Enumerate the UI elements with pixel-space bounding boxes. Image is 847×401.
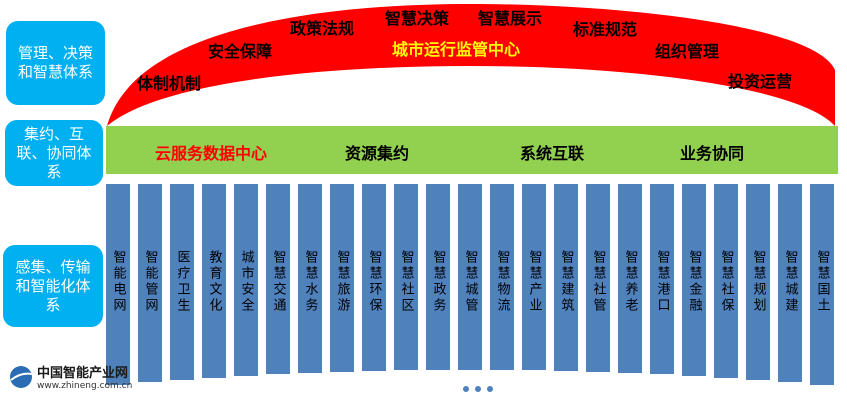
column-label: 智慧旅游 (334, 250, 350, 314)
application-column: 城市安全 (234, 184, 258, 377)
column-label: 智慧社管 (590, 250, 606, 314)
integration-band: 云服务数据中心 资源集约 系统互联 业务协同 (106, 126, 838, 174)
management-arc (107, 4, 835, 126)
column-label: 智慧城建 (782, 250, 798, 314)
arc-item: 政策法规 (290, 19, 355, 38)
application-column: 智能电网 (106, 184, 130, 385)
column-label: 智慧国土 (814, 250, 830, 314)
application-column: 教育文化 (202, 184, 226, 378)
application-column: 智慧国土 (810, 184, 834, 385)
application-column: 智慧城管 (458, 184, 482, 370)
application-column: 智慧政务 (426, 184, 450, 371)
application-column: 智慧规划 (746, 184, 770, 381)
column-label: 智慧政务 (430, 250, 446, 314)
layer-label-integration: 集约、互联、协同体系 (5, 120, 103, 186)
column-label: 教育文化 (206, 250, 222, 314)
application-column: 智慧城建 (778, 184, 802, 383)
band-item: 系统互联 (520, 144, 585, 163)
globe-icon (10, 365, 33, 388)
application-column: 智慧港口 (650, 184, 674, 375)
application-column: 智慧社保 (714, 184, 738, 378)
column-label: 智慧物流 (494, 250, 510, 314)
application-column: 智慧交通 (266, 184, 290, 375)
column-label: 智慧金融 (686, 250, 702, 314)
band-item: 业务协同 (680, 144, 745, 163)
column-label: 智慧水务 (302, 250, 318, 314)
column-label: 智慧建筑 (558, 250, 574, 314)
column-label: 智慧交通 (270, 250, 286, 314)
layer-label-sensing: 感集、传输和智能化体系 (3, 245, 103, 327)
band-item: 云服务数据中心 (155, 144, 268, 163)
application-column: 智慧旅游 (330, 184, 354, 372)
band-item: 资源集约 (345, 144, 410, 163)
arc-item: 安全保障 (208, 42, 273, 61)
arc-item: 智慧展示 (478, 9, 543, 28)
application-column: 智慧金融 (682, 184, 706, 377)
arc-shape (107, 4, 835, 126)
column-label: 智慧社保 (718, 250, 734, 314)
application-column: 智慧社管 (586, 184, 610, 372)
column-label: 智慧规划 (750, 250, 766, 314)
column-label: 智慧港口 (654, 250, 670, 314)
column-label: 智慧社区 (398, 250, 414, 314)
application-column: 智慧环保 (362, 184, 386, 372)
arc-item: 智慧决策 (385, 9, 450, 28)
column-label: 智慧产业 (526, 250, 542, 314)
arc-item: 标准规范 (573, 20, 638, 39)
arc-item: 体制机制 (137, 74, 202, 93)
column-label: 城市安全 (238, 250, 254, 314)
application-column: 智能管网 (138, 184, 162, 383)
arc-item: 组织管理 (655, 42, 720, 61)
column-label: 医疗卫生 (174, 250, 190, 314)
layer-label-management: 管理、决策和智慧体系 (6, 21, 105, 105)
column-label: 智慧环保 (366, 250, 382, 314)
logo-name: 中国智能产业网 (37, 366, 129, 381)
application-column: 医疗卫生 (170, 184, 194, 381)
logo: 中国智能产业网 www.zhineng.com.cn (8, 362, 132, 391)
application-column: 智慧产业 (522, 184, 546, 371)
logo-url: www.zhineng.com.cn (37, 381, 133, 391)
arc-item: 投资运营 (728, 72, 793, 91)
application-column: 智慧物流 (490, 184, 514, 371)
column-label: 智慧养老 (622, 250, 638, 314)
application-column: 智慧养老 (618, 184, 642, 374)
application-column: 智慧水务 (298, 184, 322, 374)
center-title: 城市运行监管中心 (392, 40, 521, 59)
application-column: 智慧建筑 (554, 184, 578, 372)
more-ellipsis-icon (463, 386, 493, 392)
application-column: 智慧社区 (394, 184, 418, 371)
column-label: 智能管网 (142, 250, 158, 314)
column-label: 智能电网 (110, 250, 126, 314)
column-label: 智慧城管 (462, 250, 478, 314)
